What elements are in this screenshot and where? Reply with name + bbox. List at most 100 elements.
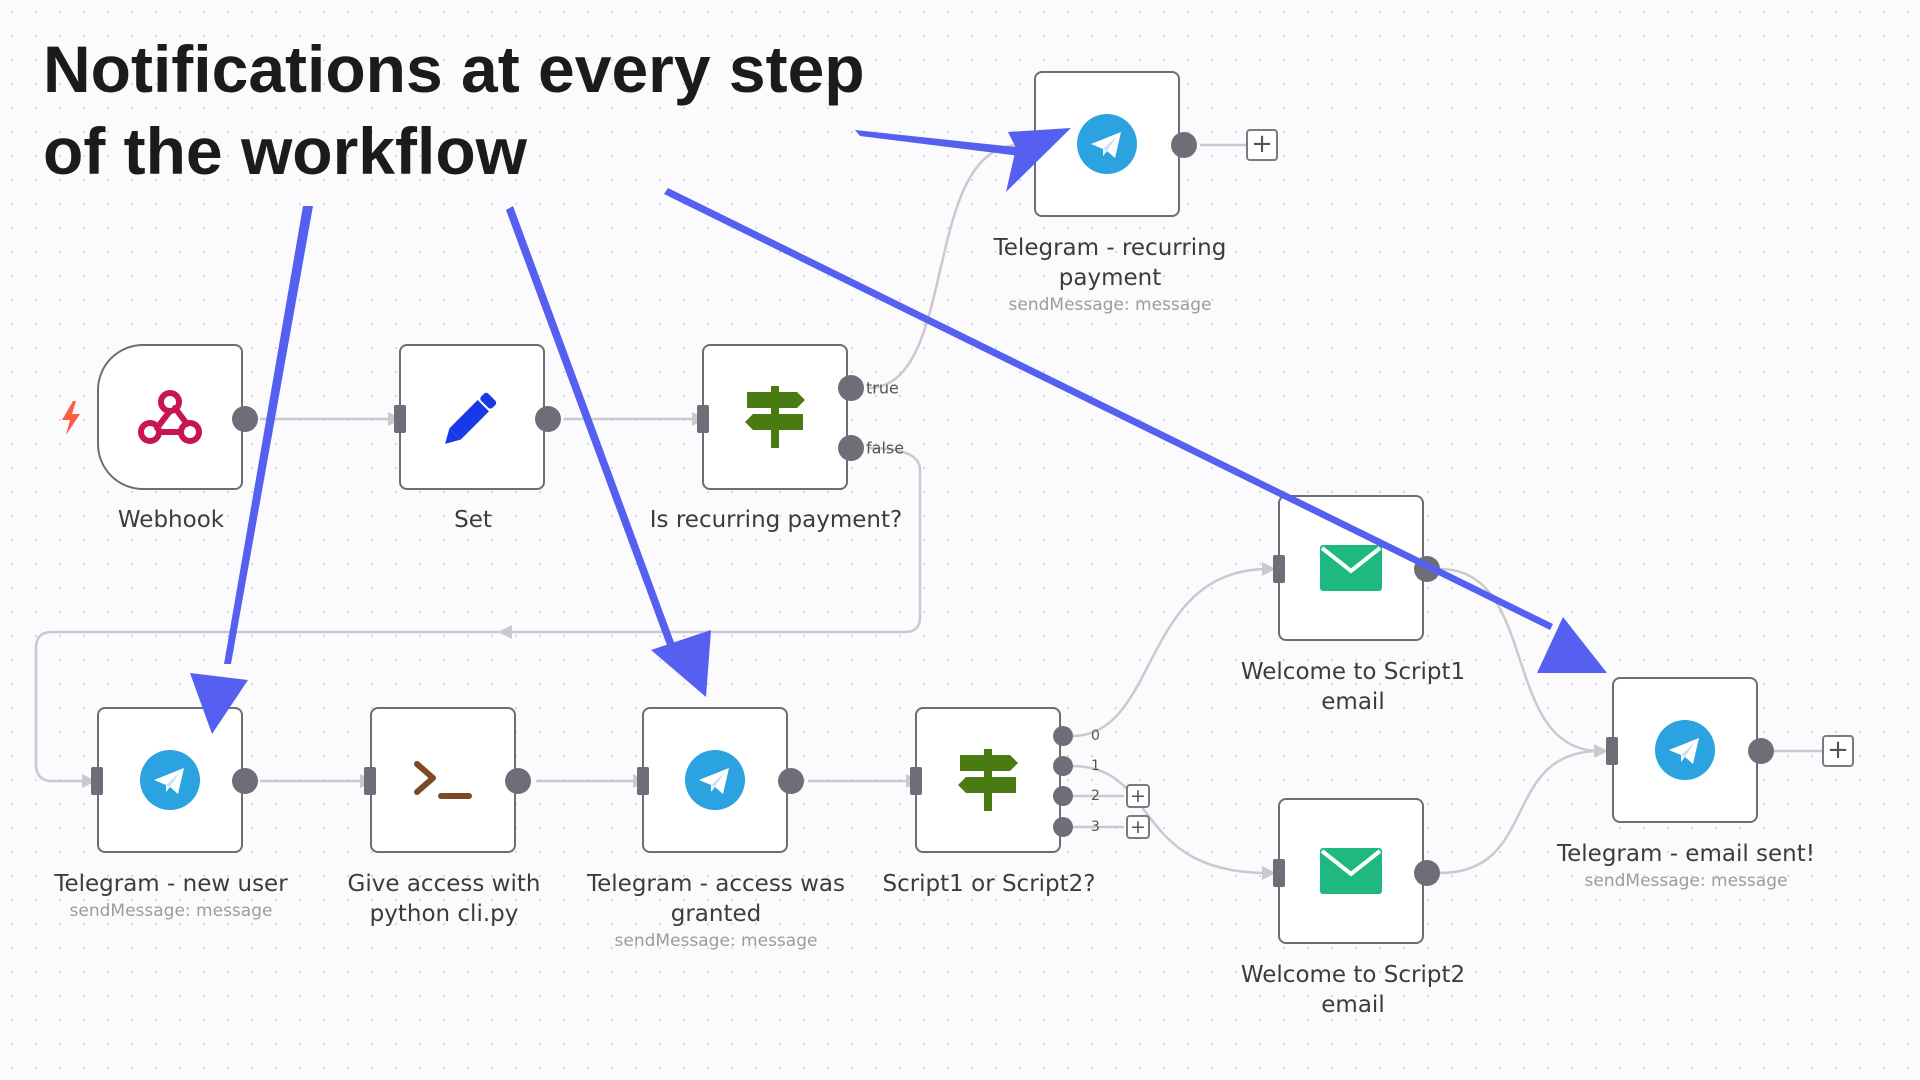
input-port[interactable] <box>1273 555 1285 583</box>
arrowhead <box>82 774 96 788</box>
node-label: Is recurring payment? <box>626 505 926 535</box>
output-port[interactable] <box>232 406 258 432</box>
node-label: Telegram - email sent! sendMessage: mess… <box>1536 839 1836 893</box>
input-port[interactable] <box>1606 737 1618 765</box>
output-port[interactable] <box>232 768 258 794</box>
node-label: Telegram - recurring payment sendMessage… <box>960 233 1260 317</box>
node-title: Webhook <box>117 507 225 533</box>
envelope-icon <box>1320 545 1382 591</box>
node-label: Set <box>323 505 623 535</box>
port-label-false: false <box>866 438 905 458</box>
annotation-arrow <box>1006 128 1071 192</box>
connection-welcome2-emailsent <box>1439 749 1601 875</box>
input-port[interactable] <box>364 767 376 795</box>
connection-out1-welcome2 <box>1071 764 1269 875</box>
output-port[interactable] <box>1748 738 1774 764</box>
input-port[interactable] <box>1273 859 1285 887</box>
annotation-arrow <box>651 630 711 697</box>
input-port[interactable] <box>394 405 406 433</box>
annotation-arrow <box>855 130 1020 156</box>
input-port[interactable] <box>637 767 649 795</box>
output-port-3[interactable] <box>1053 817 1073 837</box>
node-title-line2: granted <box>670 901 762 927</box>
node-title: Script1 or Script2? <box>882 871 1096 897</box>
output-port-true[interactable] <box>838 375 864 401</box>
node-label: Telegram - access was granted sendMessag… <box>566 869 866 953</box>
node-give-access[interactable] <box>370 707 516 853</box>
node-title: Set <box>454 507 492 533</box>
node-subtitle: sendMessage: message <box>69 901 273 921</box>
node-label: Welcome to Script2 email <box>1203 960 1503 1020</box>
signpost-icon <box>958 749 1018 811</box>
annotation-arrow <box>664 188 1553 630</box>
connection-welcome1-emailsent <box>1439 567 1601 753</box>
node-welcome-script1-email[interactable] <box>1278 495 1424 641</box>
title-line-2: of the workflow <box>43 114 527 188</box>
input-port[interactable] <box>697 405 709 433</box>
node-title-line1: Welcome to Script1 <box>1240 659 1466 685</box>
output-port[interactable] <box>778 768 804 794</box>
add-node-button[interactable]: + <box>1246 129 1278 161</box>
node-subtitle: sendMessage: message <box>1584 871 1788 891</box>
output-port-false[interactable] <box>838 435 864 461</box>
annotation-arrow <box>190 673 248 734</box>
arrowhead <box>1262 562 1276 576</box>
port-label-0: 0 <box>1091 728 1100 744</box>
node-label: Script1 or Script2? <box>839 869 1139 899</box>
node-title-line2: python cli.py <box>369 901 519 927</box>
annotation-arrow <box>1537 617 1607 673</box>
signpost-icon <box>745 386 805 448</box>
connection-true-recurring <box>867 143 1021 390</box>
output-port[interactable] <box>1414 860 1440 886</box>
node-title: Is recurring payment? <box>649 507 903 533</box>
node-label: Telegram - new user sendMessage: message <box>21 869 321 923</box>
port-label-2: 2 <box>1091 788 1100 804</box>
port-label-3: 3 <box>1091 819 1100 835</box>
page-title: Notifications at every step of the workf… <box>43 28 865 192</box>
add-node-button[interactable]: + <box>1126 815 1150 839</box>
node-telegram-email-sent[interactable] <box>1612 677 1758 823</box>
node-label: Webhook <box>21 505 321 535</box>
input-port[interactable] <box>910 767 922 795</box>
envelope-icon <box>1320 848 1382 894</box>
arrowhead <box>1262 866 1276 880</box>
arrowhead <box>498 625 512 639</box>
annotation-arrow <box>224 206 313 664</box>
telegram-icon <box>685 750 745 810</box>
arrowhead <box>1594 744 1608 758</box>
webhook-icon <box>138 390 202 444</box>
node-title-line1: Welcome to Script2 <box>1240 962 1466 988</box>
add-node-button[interactable]: + <box>1822 735 1854 767</box>
telegram-icon <box>1077 114 1137 174</box>
node-title: Telegram - new user <box>54 871 288 897</box>
annotation-arrow <box>506 206 675 648</box>
pencil-icon <box>445 392 497 444</box>
node-title-line1: Telegram - recurring <box>993 235 1227 261</box>
port-label-1: 1 <box>1091 758 1100 774</box>
node-script-switch[interactable] <box>915 707 1061 853</box>
node-title-line2: payment <box>1058 265 1162 291</box>
port-label-true: true <box>866 378 899 398</box>
node-label: Welcome to Script1 email <box>1203 657 1503 717</box>
node-is-recurring-payment[interactable] <box>702 344 848 490</box>
output-port[interactable] <box>535 406 561 432</box>
node-label: Give access with python cli.py <box>294 869 594 929</box>
output-port[interactable] <box>505 768 531 794</box>
output-port-1[interactable] <box>1053 756 1073 776</box>
input-port[interactable] <box>91 767 103 795</box>
node-title-line2: email <box>1321 992 1385 1018</box>
add-node-button[interactable]: + <box>1126 784 1150 808</box>
connection-false-loop <box>34 446 922 783</box>
output-port[interactable] <box>1171 132 1197 158</box>
output-port-2[interactable] <box>1053 786 1073 806</box>
connection-out0-welcome1 <box>1071 567 1269 738</box>
trigger-bolt-icon <box>62 401 80 435</box>
telegram-icon <box>1655 720 1715 780</box>
title-line-1: Notifications at every step <box>43 32 865 106</box>
node-subtitle: sendMessage: message <box>1008 295 1212 315</box>
terminal-icon <box>414 761 472 799</box>
output-port-0[interactable] <box>1053 726 1073 746</box>
